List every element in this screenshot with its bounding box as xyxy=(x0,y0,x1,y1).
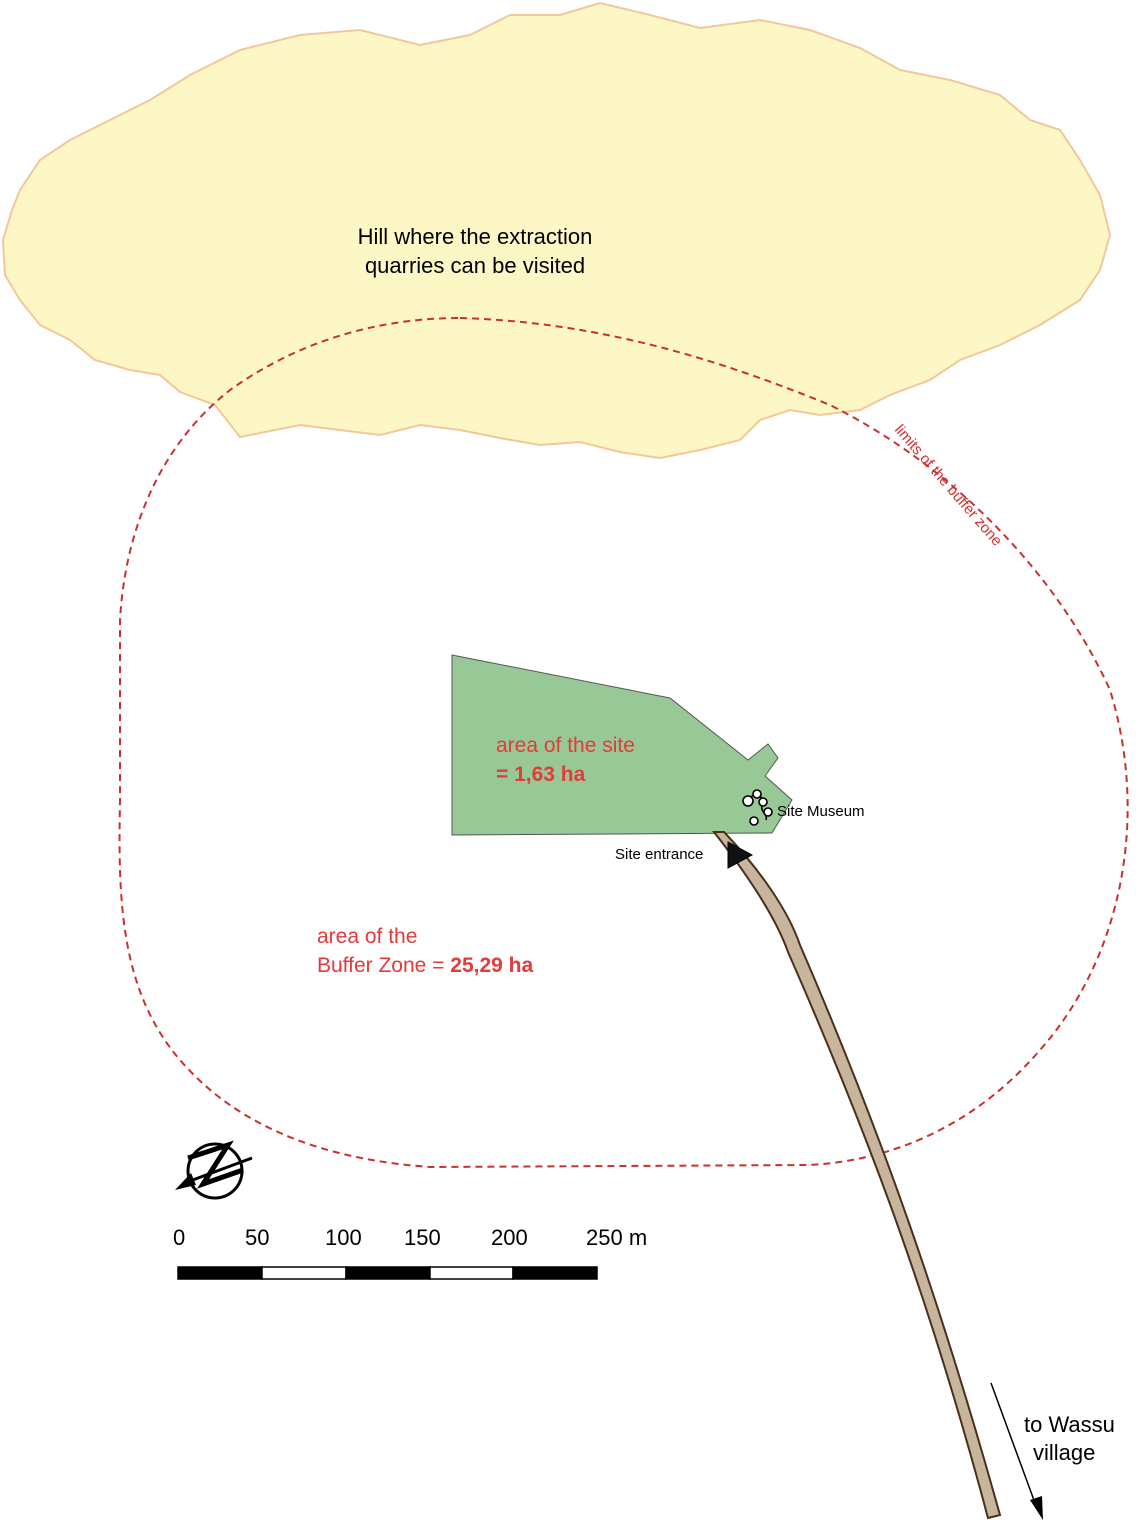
hill-label-line2: quarries can be visited xyxy=(365,253,585,278)
buffer-area-value: 25,29 ha xyxy=(450,954,533,977)
destination-label-line2: village xyxy=(1033,1440,1095,1465)
destination-label-line1: to Wassu xyxy=(1024,1412,1115,1437)
buffer-area-label: area of the xyxy=(317,925,417,948)
scale-segment-4 xyxy=(429,1266,514,1280)
site-area-label: area of the site xyxy=(496,734,635,757)
scale-tick-150: 150 xyxy=(404,1225,441,1250)
hill-area xyxy=(1,1,1112,460)
north-arrow-icon xyxy=(175,1140,253,1200)
scale-tick-50: 50 xyxy=(245,1225,269,1250)
site-museum-label: Site Museum xyxy=(777,803,865,820)
scale-segment-5 xyxy=(512,1266,598,1280)
site-area-value: = 1,63 ha xyxy=(496,763,586,786)
scale-tick-250: 250 m xyxy=(586,1225,647,1250)
site-entrance-arrow-icon xyxy=(727,841,754,869)
buffer-limit-label: limits of the buffer zone xyxy=(891,421,1005,549)
buffer-area-value-line: Buffer Zone = 25,29 ha xyxy=(317,954,533,977)
scale-segment-1 xyxy=(177,1266,263,1280)
buffer-zone-boundary xyxy=(118,316,1129,1169)
hill-label-line1: Hill where the extraction xyxy=(358,224,593,249)
scale-tick-100: 100 xyxy=(325,1225,362,1250)
road-to-wassu xyxy=(711,831,1002,1520)
site-area xyxy=(451,654,793,836)
scale-segment-3 xyxy=(345,1266,431,1280)
scale-segment-2 xyxy=(261,1266,347,1280)
scale-tick-200: 200 xyxy=(491,1225,528,1250)
scale-bar xyxy=(177,1266,598,1280)
buffer-area-prefix: Buffer Zone = xyxy=(317,954,450,977)
site-entrance-label: Site entrance xyxy=(615,846,703,863)
scale-tick-0: 0 xyxy=(173,1225,185,1250)
site-museum-icon xyxy=(742,789,773,826)
direction-arrow-icon xyxy=(990,1382,1043,1520)
